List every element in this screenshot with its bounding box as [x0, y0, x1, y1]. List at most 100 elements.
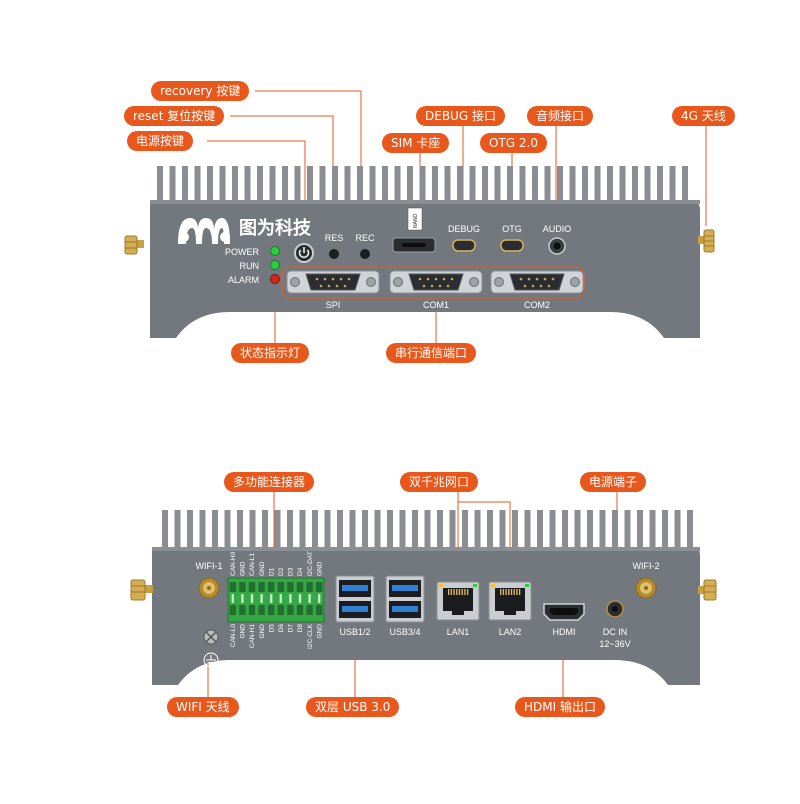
heatsink-fin [424, 510, 431, 550]
heatsink-fin [562, 510, 568, 550]
serial-port-1[interactable] [286, 270, 380, 294]
heatsink-fin [549, 510, 556, 550]
heatsink-fin [524, 510, 531, 550]
heatsink-fin [294, 166, 301, 206]
terminal-pin [258, 605, 265, 615]
recovery-label: REC [355, 233, 375, 243]
callout-power-terminal: 电源端子 [580, 472, 647, 492]
power-button[interactable] [294, 243, 314, 263]
heatsink-fin [332, 166, 338, 206]
heatsink-fin [457, 166, 463, 206]
brand-logo-icon [178, 218, 230, 244]
heatsink-fin [512, 510, 518, 550]
serial-port-2[interactable] [389, 270, 483, 294]
dc-in-label: DC IN [603, 627, 628, 637]
callout-hdmi-output: HDMI 输出口 [515, 697, 605, 717]
heatsink-fin [482, 166, 488, 206]
terminal-pin [229, 605, 236, 615]
heatsink-fin [407, 166, 413, 206]
serial-highlight [281, 266, 585, 299]
ground-icon [203, 652, 219, 668]
terminal-pin [239, 582, 246, 592]
terminal-pin [268, 605, 275, 615]
reset-label: RES [325, 233, 344, 243]
terminal-pin [248, 605, 256, 615]
heatsink-fin [519, 166, 526, 206]
usb-stack-2[interactable] [385, 575, 425, 623]
heatsink-fin [494, 166, 501, 206]
callout-audio-port: 音频接口 [527, 106, 594, 126]
left-antenna-connector [124, 235, 144, 255]
heatsink-fin [174, 510, 181, 550]
hdmi-port[interactable] [543, 603, 585, 621]
callout-wifi-antenna: WIFI 天线 [167, 697, 239, 717]
heatsink-fin [287, 510, 293, 550]
terminal-pin [229, 582, 236, 592]
heatsink-fin [349, 510, 356, 550]
lan-port-2[interactable] [488, 581, 532, 621]
serial-label-3: COM2 [524, 300, 550, 310]
terminal-pin [316, 582, 323, 592]
4g-antenna-connector [698, 229, 715, 253]
heatsink-fin [432, 166, 438, 206]
terminal-bottom-label-3: GND [259, 624, 266, 639]
heatsink-fin [194, 166, 201, 206]
terminal-pin [296, 582, 304, 592]
terminal-top-label-2: CAN-L1 [249, 552, 256, 576]
recovery-button[interactable] [360, 249, 370, 259]
heatsink-fin [644, 166, 651, 206]
sim-card-slot[interactable]: NANO [392, 207, 436, 253]
terminal-pin [316, 605, 323, 615]
terminal-top-label-5: D2 [278, 567, 285, 576]
serial-label-1: SPI [326, 300, 341, 310]
debug-port[interactable] [452, 239, 476, 252]
heatsink-fin [594, 166, 601, 206]
terminal-pin [296, 605, 304, 615]
heatsink-fin [507, 166, 513, 206]
heatsink-fin [244, 166, 251, 206]
otg-port[interactable] [500, 239, 524, 252]
heatsink-fin [532, 166, 538, 206]
front-chassis [150, 200, 700, 338]
callout-usb30: 双层 USB 3.0 [306, 697, 400, 717]
sim-nano-label: NANO [413, 213, 419, 228]
callout-sim-slot: SIM 卡座 [382, 133, 450, 153]
terminal-bottom-label-6: D7 [288, 624, 295, 633]
wifi1-connector[interactable] [198, 577, 220, 599]
wifi1-label: WIFI-1 [196, 561, 223, 571]
dc-in-jack[interactable] [606, 600, 624, 618]
terminal-bottom-label-9: GND [316, 624, 323, 639]
lan1-label: LAN1 [447, 627, 470, 637]
terminal-pin [268, 582, 275, 592]
heatsink-fin [249, 510, 256, 550]
usb-stack-1[interactable] [335, 575, 375, 623]
heatsink-fin [419, 166, 426, 206]
multi-function-terminal: CAN-H0CAN-L0GNDGNDCAN-L1CAN-H1GNDGNDD1D5… [227, 551, 325, 649]
heatsink-fin [657, 166, 663, 206]
reset-button[interactable] [329, 249, 339, 259]
heatsink-fin [619, 166, 626, 206]
heatsink-fin [537, 510, 543, 550]
heatsink-fin [669, 166, 676, 206]
heatsink-fin [169, 166, 176, 206]
serial-port-3[interactable] [490, 270, 584, 294]
callout-recovery-button: recovery 按键 [151, 81, 250, 101]
heatsink-fin [399, 510, 406, 550]
heatsink-fin [569, 166, 576, 206]
wifi2-connector[interactable] [635, 577, 657, 599]
lan-port-1[interactable] [436, 581, 480, 621]
terminal-bottom-label-1: GND [240, 624, 247, 639]
heatsink-fin [382, 166, 388, 206]
rear-left-antenna-connector [130, 579, 153, 601]
heatsink-fin [257, 166, 263, 206]
heatsink-fin [269, 166, 276, 206]
heatsink-fin [344, 166, 351, 206]
heatsink-fin [369, 166, 376, 206]
heatsink-fin [162, 510, 168, 550]
heatsink-fin [637, 510, 643, 550]
heatsink-fin [674, 510, 681, 550]
heatsink-fin [437, 510, 443, 550]
heatsink-fin [319, 166, 326, 206]
